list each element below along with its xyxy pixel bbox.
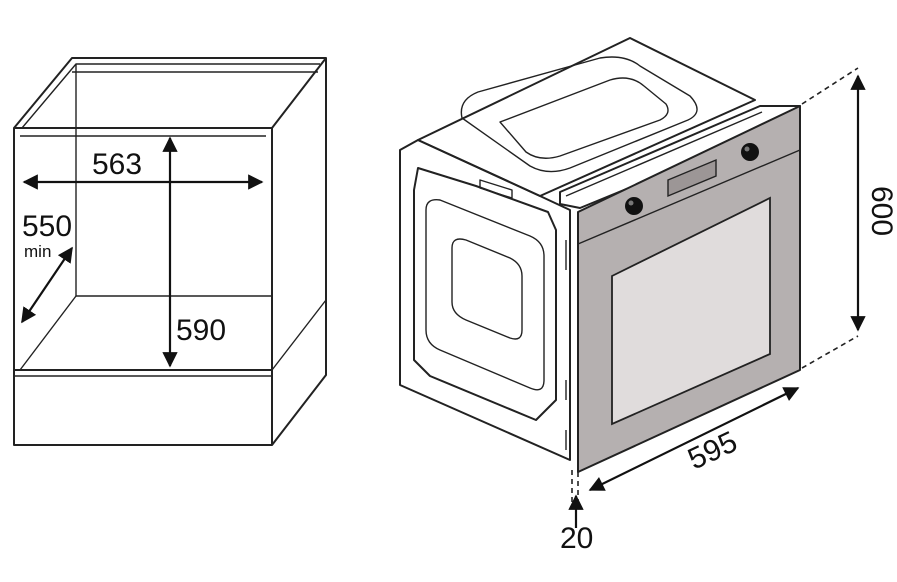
cabinet-depth-note: min bbox=[24, 242, 51, 261]
oven-window bbox=[611, 196, 771, 426]
cabinet-height-label: 590 bbox=[176, 314, 226, 347]
cabinet-dimensions: 563 550 min 590 bbox=[21, 136, 264, 368]
left-knob-icon bbox=[625, 197, 643, 215]
depth-arrow bbox=[21, 246, 73, 324]
oven-offset-label: 20 bbox=[560, 522, 593, 555]
oven-width-arrow bbox=[588, 387, 800, 491]
oven-height-label: 600 bbox=[865, 186, 897, 236]
oven-width-label: 595 bbox=[683, 425, 742, 476]
cabinet-width-label: 563 bbox=[92, 148, 142, 181]
cabinet-depth-label: 550 bbox=[22, 210, 72, 243]
oven-drawing bbox=[399, 37, 801, 473]
right-knob-icon bbox=[741, 143, 759, 161]
